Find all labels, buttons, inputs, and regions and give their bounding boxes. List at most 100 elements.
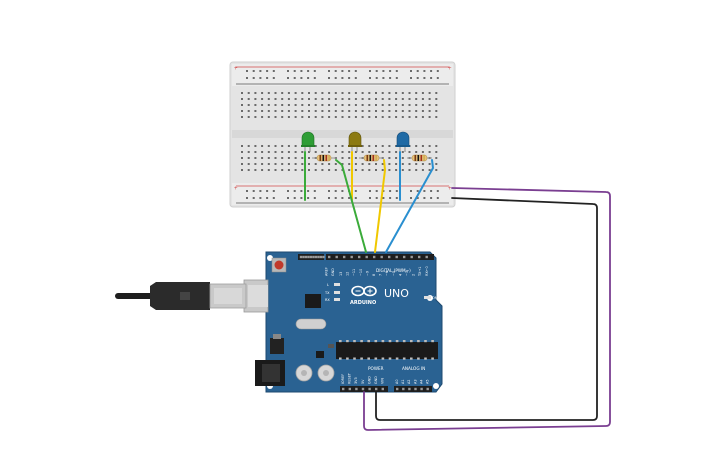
breadboard-hole[interactable] [294, 151, 297, 153]
breadboard-hole[interactable] [241, 98, 243, 100]
breadboard-hole[interactable] [293, 77, 296, 79]
breadboard-hole[interactable] [369, 197, 371, 199]
breadboard-hole[interactable] [381, 98, 384, 100]
breadboard-hole[interactable] [354, 70, 357, 72]
breadboard-hole[interactable] [401, 169, 404, 171]
breadboard-hole[interactable] [408, 116, 411, 118]
header-pin[interactable] [304, 255, 308, 259]
breadboard-hole[interactable] [287, 116, 290, 118]
breadboard-hole[interactable] [301, 116, 304, 118]
breadboard-hole[interactable] [401, 116, 404, 118]
breadboard-hole[interactable] [287, 190, 289, 192]
breadboard-hole[interactable] [274, 116, 277, 118]
breadboard-hole[interactable] [313, 197, 316, 199]
breadboard-hole[interactable] [274, 163, 277, 165]
breadboard-hole[interactable] [267, 169, 270, 171]
breadboard-hole[interactable] [401, 110, 404, 112]
breadboard-hole[interactable] [388, 104, 391, 106]
breadboard-hole[interactable] [395, 110, 398, 112]
breadboard-hole[interactable] [334, 116, 337, 118]
breadboard-hole[interactable] [435, 92, 438, 94]
breadboard-hole[interactable] [334, 98, 337, 100]
arduino-uno-board[interactable]: L TX RX ON UNO ARDUINO DIGITAL (PWM~) AR… [243, 251, 443, 393]
breadboard-hole[interactable] [300, 197, 303, 199]
breadboard-hole[interactable] [401, 92, 404, 94]
breadboard-hole[interactable] [328, 110, 331, 112]
breadboard-hole[interactable] [254, 110, 257, 112]
header-pin[interactable] [335, 255, 338, 259]
breadboard-hole[interactable] [334, 92, 337, 94]
usb-cable[interactable] [115, 282, 247, 310]
breadboard-hole[interactable] [341, 70, 344, 72]
breadboard-hole[interactable] [314, 151, 317, 153]
breadboard-hole[interactable] [314, 145, 317, 147]
breadboard-hole[interactable] [354, 104, 357, 106]
header-pin[interactable] [299, 255, 303, 259]
breadboard-hole[interactable] [287, 98, 290, 100]
breadboard-hole[interactable] [389, 77, 392, 79]
breadboard-holes[interactable] [241, 70, 439, 199]
breadboard-hole[interactable] [287, 77, 289, 79]
breadboard-hole[interactable] [368, 163, 371, 165]
breadboard-hole[interactable] [247, 116, 250, 118]
breadboard-hole[interactable] [308, 163, 310, 165]
breadboard-hole[interactable] [246, 190, 248, 192]
breadboard-hole[interactable] [361, 169, 364, 171]
breadboard-hole[interactable] [408, 110, 411, 112]
breadboard-hole[interactable] [415, 145, 418, 147]
breadboard-hole[interactable] [341, 145, 344, 147]
breadboard-hole[interactable] [375, 98, 377, 100]
breadboard-hole[interactable] [328, 116, 331, 118]
breadboard-hole[interactable] [435, 163, 438, 165]
breadboard-hole[interactable] [389, 190, 392, 192]
breadboard-hole[interactable] [247, 157, 250, 159]
header-pin[interactable] [348, 387, 351, 391]
breadboard-hole[interactable] [381, 145, 384, 147]
breadboard-hole[interactable] [294, 92, 297, 94]
breadboard-hole[interactable] [354, 197, 357, 199]
header-pin[interactable] [425, 255, 428, 259]
breadboard-hole[interactable] [241, 110, 243, 112]
top-power-rail[interactable] [232, 64, 453, 86]
breadboard-hole[interactable] [375, 110, 377, 112]
breadboard-hole[interactable] [274, 145, 277, 147]
breadboard-hole[interactable] [259, 77, 262, 79]
breadboard-hole[interactable] [334, 163, 337, 165]
breadboard-hole[interactable] [241, 92, 243, 94]
breadboard-hole[interactable] [382, 77, 385, 79]
breadboard-hole[interactable] [334, 70, 337, 72]
breadboard-hole[interactable] [308, 92, 310, 94]
breadboard-hole[interactable] [287, 70, 289, 72]
breadboard-hole[interactable] [348, 104, 351, 106]
breadboard-hole[interactable] [314, 169, 317, 171]
breadboard-hole[interactable] [321, 116, 324, 118]
breadboard-hole[interactable] [241, 145, 243, 147]
breadboard-hole[interactable] [368, 169, 371, 171]
header-pin[interactable] [426, 387, 429, 391]
breadboard-hole[interactable] [328, 197, 330, 199]
header-pin[interactable] [420, 387, 423, 391]
breadboard-hole[interactable] [334, 77, 337, 79]
breadboard-hole[interactable] [308, 98, 310, 100]
breadboard-hole[interactable] [259, 70, 262, 72]
breadboard-hole[interactable] [381, 116, 384, 118]
breadboard-hole[interactable] [267, 110, 270, 112]
breadboard-hole[interactable] [354, 98, 357, 100]
breadboard-hole[interactable] [435, 104, 438, 106]
breadboard-hole[interactable] [341, 104, 344, 106]
breadboard-hole[interactable] [348, 116, 351, 118]
header-pin[interactable] [317, 255, 320, 259]
header-pin[interactable] [342, 387, 345, 391]
breadboard-hole[interactable] [408, 163, 411, 165]
breadboard-hole[interactable] [375, 116, 377, 118]
header-pin[interactable] [373, 255, 376, 259]
breadboard-hole[interactable] [348, 151, 351, 153]
breadboard-hole[interactable] [415, 104, 418, 106]
breadboard-hole[interactable] [421, 163, 424, 165]
breadboard-hole[interactable] [300, 77, 303, 79]
breadboard-hole[interactable] [395, 151, 398, 153]
breadboard-hole[interactable] [259, 190, 262, 192]
breadboard-hole[interactable] [415, 110, 418, 112]
breadboard-hole[interactable] [281, 116, 284, 118]
